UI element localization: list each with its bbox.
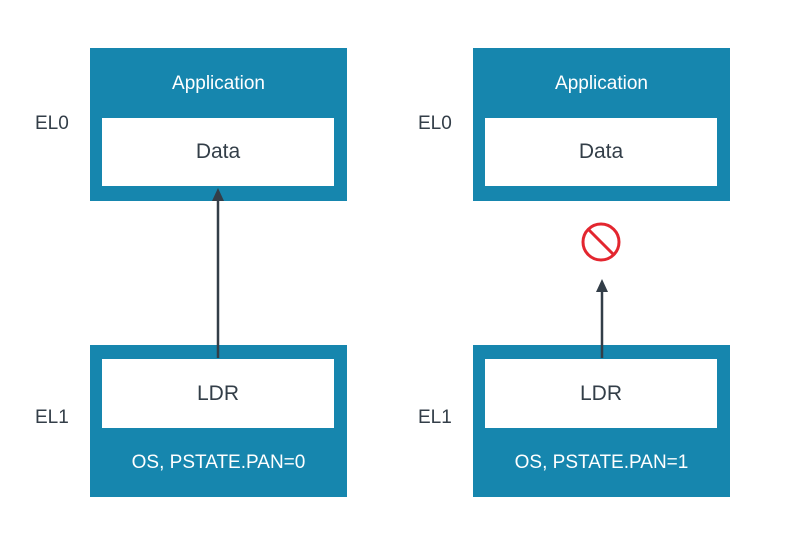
right-os-label: OS, PSTATE.PAN=1 [514,452,689,473]
left-el0-label: EL0 [35,113,69,134]
right-access-arrow [596,279,608,358]
right-el1-label: EL1 [418,407,452,428]
left-data-box: Data [102,118,334,186]
right-application-box: Application Data [473,48,730,201]
right-data-box: Data [485,118,717,186]
right-os-box: LDR OS, PSTATE.PAN=1 [473,345,730,497]
left-application-title: Application [172,73,265,94]
right-el0-label: EL0 [418,113,452,134]
no-entry-icon [581,222,621,262]
right-ldr-box: LDR [485,359,717,428]
left-application-box: Application Data [90,48,347,201]
left-el1-label: EL1 [35,407,69,428]
left-os-box: LDR OS, PSTATE.PAN=0 [90,345,347,497]
left-os-label: OS, PSTATE.PAN=0 [131,452,306,473]
left-access-arrow [212,188,224,358]
right-application-title: Application [555,73,648,94]
left-ldr-box: LDR [102,359,334,428]
